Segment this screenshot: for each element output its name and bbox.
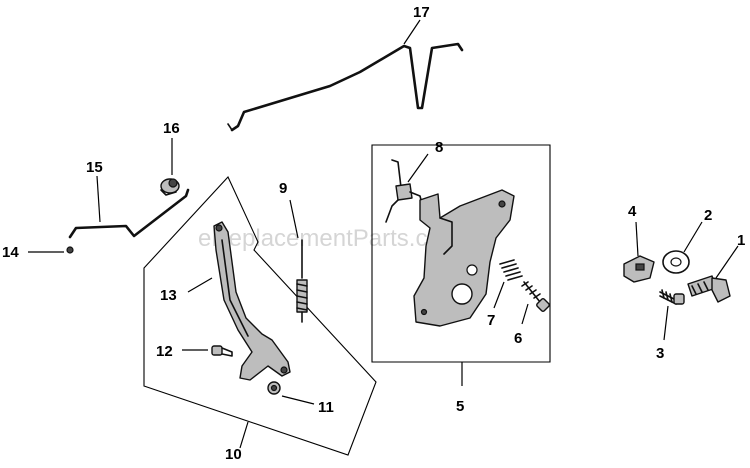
- watermark: eReplacementParts.com: [198, 225, 461, 252]
- leader-6: [521, 303, 529, 325]
- callout-1: 1: [737, 232, 745, 249]
- callout-14: 14: [2, 244, 19, 261]
- part-2-washer: [662, 250, 690, 274]
- part-15-link-rod: [68, 188, 190, 239]
- part-1-shoulder-bolt: [687, 275, 731, 303]
- callout-7: 7: [487, 312, 495, 329]
- part-9-spring: [296, 239, 308, 323]
- leader-17: [403, 19, 421, 45]
- assembly-5-outline: [371, 144, 551, 363]
- part-6-screw: [521, 281, 550, 312]
- part-speed-control-plate: [413, 189, 515, 327]
- leader-13: [187, 277, 213, 293]
- leader-1: [715, 245, 739, 279]
- callout-9: 9: [279, 180, 287, 197]
- leader-9: [289, 199, 299, 239]
- callout-6: 6: [514, 330, 522, 347]
- part-14-retainer: [66, 246, 74, 254]
- callout-4: 4: [628, 203, 637, 220]
- part-3-bolt: [659, 289, 685, 305]
- leader-10: [239, 421, 249, 449]
- part-7-spring: [499, 259, 523, 281]
- part-16-bushing: [160, 178, 180, 196]
- leader-4: [635, 221, 639, 257]
- part-4-bracket: [623, 255, 655, 283]
- callout-16: 16: [163, 120, 180, 137]
- leader-3: [663, 305, 669, 341]
- part-17-throttle-rod: [227, 42, 464, 132]
- part-12-bolt: [211, 345, 233, 357]
- callout-13: 13: [160, 287, 177, 304]
- part-11-nut: [267, 381, 281, 395]
- leader-2: [683, 221, 703, 253]
- callout-8: 8: [435, 139, 443, 156]
- leader-8: [407, 153, 429, 183]
- callout-17: 17: [413, 4, 430, 21]
- callout-10: 10: [225, 446, 242, 463]
- callout-12: 12: [156, 343, 173, 360]
- callout-11: 11: [318, 399, 334, 416]
- callout-15: 15: [86, 159, 103, 176]
- callout-3: 3: [656, 345, 664, 362]
- leader-15: [96, 175, 101, 223]
- callout-2: 2: [704, 207, 712, 224]
- assembly-10-outline: [143, 176, 377, 456]
- part-13-governor-lever: [213, 221, 291, 381]
- callout-5: 5: [456, 398, 464, 415]
- leader-11: [281, 395, 315, 405]
- leader-7: [493, 281, 505, 309]
